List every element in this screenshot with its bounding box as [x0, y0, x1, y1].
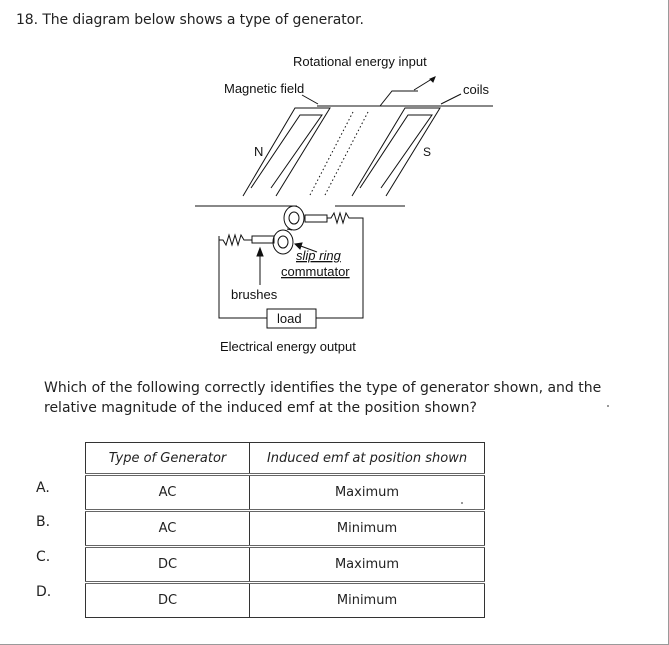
option-letter-b[interactable]: B. — [36, 514, 51, 530]
row-c-emf: Maximum — [249, 545, 485, 583]
rotational-arrow-head — [429, 76, 436, 83]
option-letter-c[interactable]: C. — [36, 549, 51, 565]
answers-table: Type of Generator Induced emf at positio… — [85, 442, 485, 618]
slip-ring-top — [283, 205, 305, 231]
commutator-label: commutator — [281, 264, 350, 279]
south-pole-label: S — [423, 145, 431, 159]
lower-resistor — [219, 233, 252, 247]
table-row-c[interactable]: DC Maximum — [85, 545, 485, 583]
coils-pointer — [440, 93, 462, 105]
table-row-d[interactable]: DC Minimum — [85, 581, 485, 618]
brushes-arrow-head — [256, 246, 264, 257]
ring-connector — [286, 228, 293, 231]
table-row-b[interactable]: AC Minimum — [85, 509, 485, 547]
row-a-type: AC — [85, 473, 250, 511]
row-c-type: DC — [85, 545, 250, 583]
brushes-label: brushes — [231, 287, 278, 302]
load-label: load — [277, 311, 302, 326]
coil-dotted-right — [324, 111, 369, 196]
table-row-a[interactable]: AC Maximum — [85, 473, 485, 511]
lower-brush — [251, 235, 275, 244]
south-magnet-outline — [351, 107, 441, 197]
circuit-right-wire — [316, 232, 364, 319]
slip-ring-top-inner — [288, 211, 300, 225]
north-magnet-inner — [250, 114, 323, 189]
magnetic-field-arrow — [301, 94, 319, 105]
upper-brush — [304, 214, 328, 223]
option-letter-a[interactable]: A. — [36, 480, 50, 496]
scan-speck — [607, 405, 609, 407]
row-d-emf: Minimum — [249, 581, 485, 618]
south-magnet-inner — [359, 114, 433, 189]
crank-shaft — [341, 90, 418, 107]
question-prompt: Which of the following correctly identif… — [44, 380, 602, 416]
rotational-energy-label: Rotational energy input — [293, 54, 427, 69]
north-pole-label: N — [254, 144, 263, 159]
electrical-output-label: Electrical energy output — [220, 339, 356, 354]
row-d-type: DC — [85, 581, 250, 618]
row-a-emf: Maximum — [249, 473, 485, 511]
generator-diagram: Rotational energy input Magnetic field c… — [195, 54, 493, 354]
upper-resistor — [327, 211, 364, 232]
slip-ring-bottom-inner — [277, 235, 289, 249]
scan-speck — [461, 502, 463, 504]
header-type-of-generator: Type of Generator — [85, 442, 250, 475]
slip-ring-label: slip ring — [296, 248, 342, 263]
row-b-emf: Minimum — [249, 509, 485, 547]
circuit-left-wire — [218, 236, 267, 319]
coil-dotted-left — [309, 111, 354, 196]
magnetic-field-label: Magnetic field — [224, 81, 304, 96]
table-header-row: Type of Generator Induced emf at positio… — [85, 442, 485, 475]
slip-ring-bottom — [272, 229, 294, 255]
row-b-type: AC — [85, 509, 250, 547]
north-magnet-outline — [242, 107, 331, 197]
coils-label: coils — [463, 82, 490, 97]
question-title: 18. The diagram below shows a type of ge… — [16, 12, 364, 28]
load-box — [266, 308, 317, 329]
header-induced-emf: Induced emf at position shown — [249, 442, 485, 475]
option-letter-d[interactable]: D. — [36, 584, 52, 600]
slip-ring-arrow-head — [293, 242, 303, 250]
